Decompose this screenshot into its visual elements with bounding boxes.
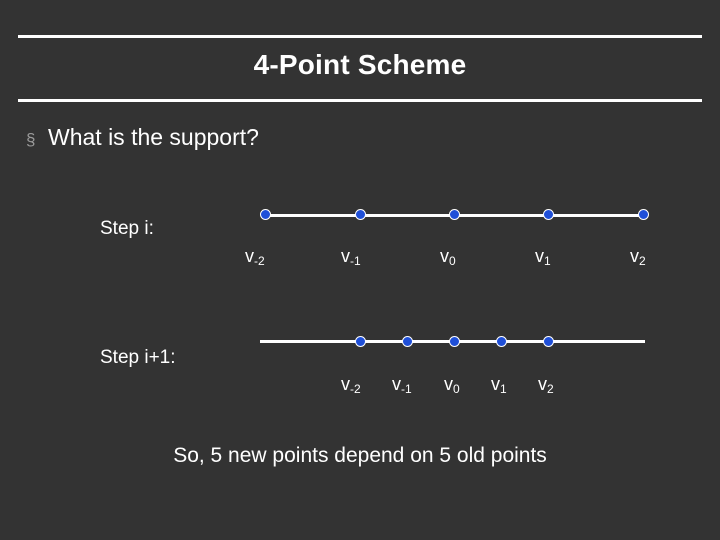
step-i-plus-1-point-label-0: v-2 [341,374,361,396]
step-i-plus-1-point-label-2: v0 [444,374,460,396]
step-i-point-label-1-base: v [341,246,350,266]
step-i-plus-1-point-label-0-base: v [341,374,350,394]
step-i-label-text: Step i: [100,218,154,239]
bullet-row: § What is the support? [26,124,259,151]
step-i-plus-1-point-label-2-base: v [444,374,453,394]
step-i-point-label-4-sub: 2 [639,254,646,268]
step-i-point-label-2: v0 [440,246,456,268]
step-i-plus-1-point-label-4-sub: 2 [547,382,554,396]
step-i-point-label-0-sub: -2 [254,254,265,268]
step-i-point-label-0: v-2 [245,246,265,268]
step-i-label: Step i: [100,218,154,240]
step-i-plus-1-label: Step i+1: [100,347,176,369]
step-i-point-label-0-base: v [245,246,254,266]
step-i-point-2 [449,209,460,220]
step-i-plus-1-point-label-1-base: v [392,374,401,394]
step-i-point-3 [543,209,554,220]
step-i-point-label-4-base: v [630,246,639,266]
step-i-plus-1-point-label-4-base: v [538,374,547,394]
step-i-plus-1-point-label-1: v-1 [392,374,412,396]
bullet-marker-icon: § [26,130,36,149]
step-i-point-0 [260,209,271,220]
step-i-point-label-2-sub: 0 [449,254,456,268]
step-i-point-label-3-sub: 1 [544,254,551,268]
step-i-plus-1-point-4 [543,336,554,347]
step-i-plus-1-point-1 [402,336,413,347]
step-i-plus-1-point-2 [449,336,460,347]
step-i-plus-1-point-label-1-sub: -1 [401,382,412,396]
step-i-plus-1-label-text: Step i+1: [100,347,176,368]
bullet-text: What is the support? [48,124,259,150]
step-i-point-label-2-base: v [440,246,449,266]
page-title: 4-Point Scheme [253,49,467,80]
step-i-point-label-3: v1 [535,246,551,268]
step-i-plus-1-point-label-3: v1 [491,374,507,396]
step-i-plus-1-point-label-4: v2 [538,374,554,396]
step-i-plus-1-point-label-2-sub: 0 [453,382,460,396]
step-i-plus-1-point-label-0-sub: -2 [350,382,361,396]
step-i-point-label-4: v2 [630,246,646,268]
title-rule-bottom [18,99,702,102]
step-i-plus-1-point-0 [355,336,366,347]
step-i-point-label-1-sub: -1 [350,254,361,268]
step-i-plus-1-point-label-3-sub: 1 [500,382,507,396]
step-i-point-label-1: v-1 [341,246,361,268]
step-i-plus-1-point-label-3-base: v [491,374,500,394]
step-i-point-1 [355,209,366,220]
step-i-point-label-3-base: v [535,246,544,266]
closing-statement: So, 5 new points depend on 5 old points [173,444,547,467]
step-i-plus-1-point-3 [496,336,507,347]
step-i-point-4 [638,209,649,220]
title-rule-top [18,35,702,38]
